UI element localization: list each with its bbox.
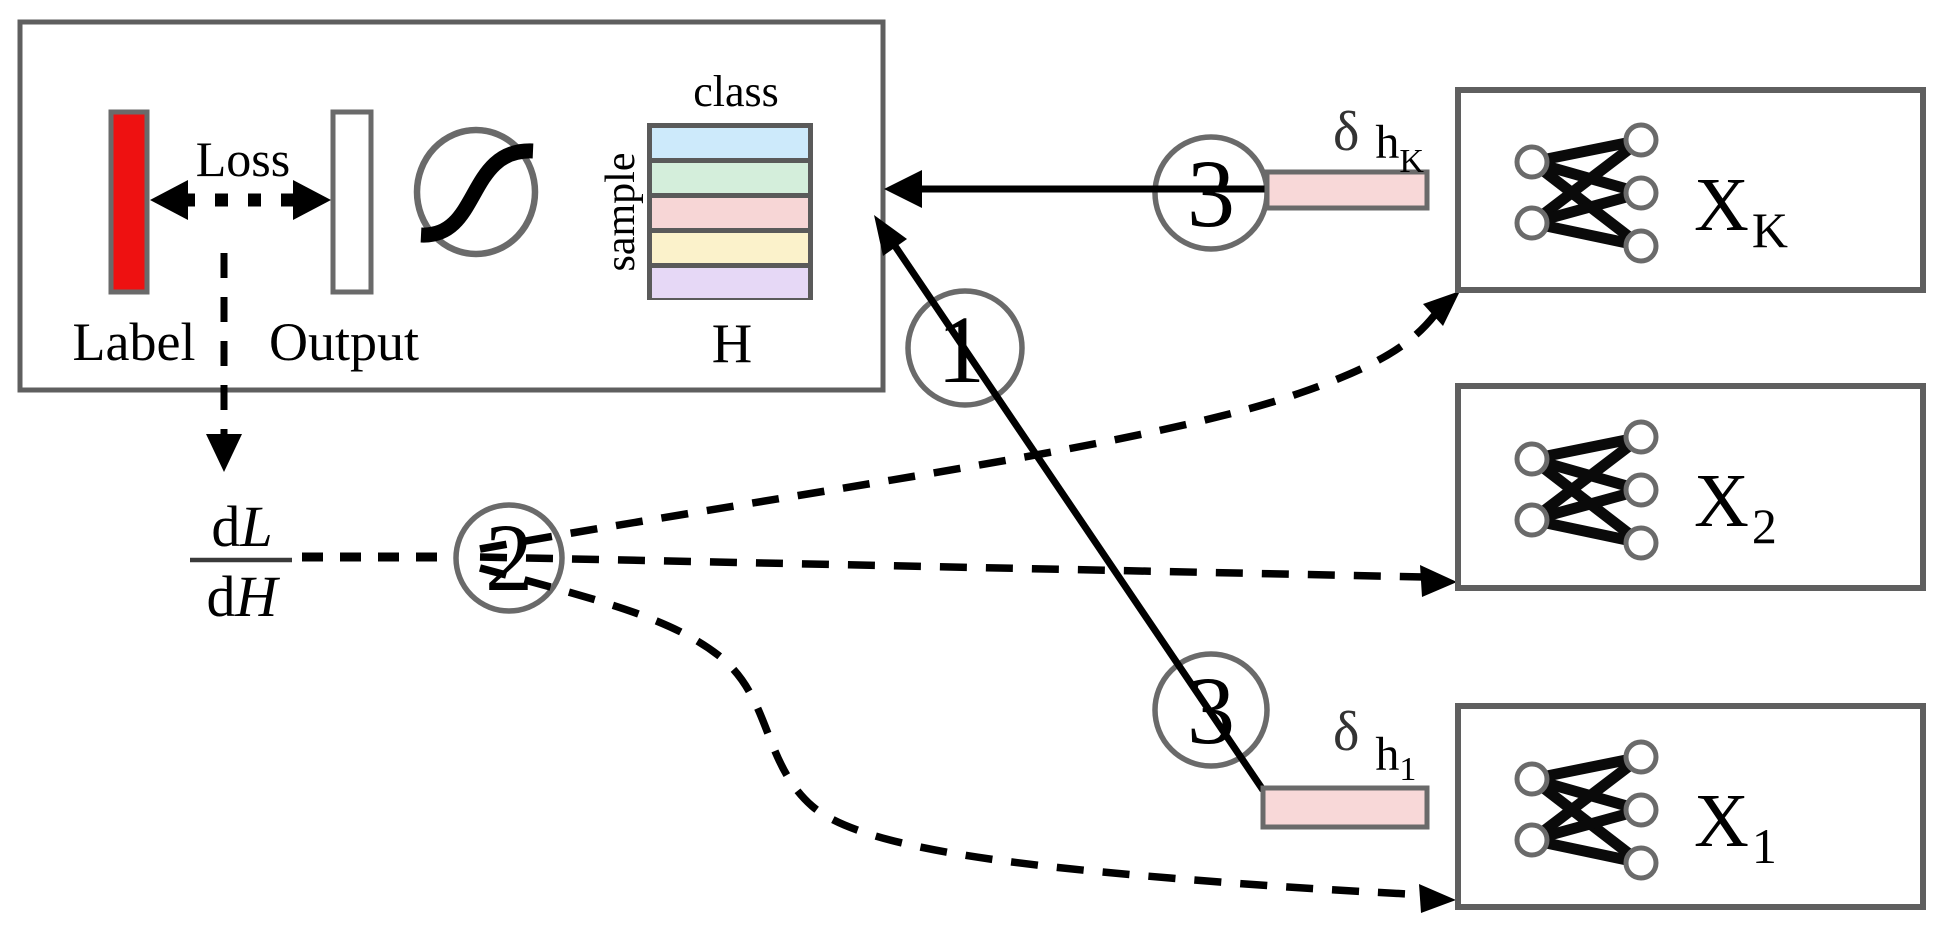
dl-dh-fraction: dL dH [190,494,292,629]
gradient-arrowhead-x1 [1419,884,1456,913]
delta-h1-subscript: 1 [1399,751,1416,788]
gradient-arrowhead-x2 [1420,565,1457,597]
loss-gradient-arrowhead [206,434,242,472]
loss-arrow-right-head [293,180,331,220]
delta-hk-base: h [1375,116,1399,169]
h-matrix-row-1 [652,128,808,158]
delta-symbol: δ [1333,101,1359,163]
h-matrix-row-2 [652,163,808,193]
client-x1-label: X1 [1694,779,1777,874]
client-x2-base: X [1694,459,1749,543]
numerator-var: L [239,494,272,559]
loss-label: Loss [196,131,290,187]
sigmoid-icon [420,143,534,243]
delta-h1-arrowhead [874,215,907,256]
delta-h1-base: h [1375,728,1399,781]
client-x1-frame [1455,703,1926,910]
client-x2-label: X2 [1694,459,1777,554]
delta-hk-bar [1264,169,1430,211]
gradient-arrowhead-xk [1423,291,1460,326]
numerator-d: d [211,494,240,559]
matrix-name-label: H [712,313,752,375]
output-bar [330,109,374,295]
h-matrix-row-3 [652,198,808,228]
client-x1-subscript: 1 [1752,818,1777,874]
fraction-numerator: dL [211,494,272,559]
client-xk-base: X [1694,163,1749,247]
delta-h1-bar [1260,785,1430,830]
h-matrix-row-4 [652,233,808,263]
client-xk-frame [1455,87,1926,293]
client-x2-subscript: 2 [1752,498,1777,554]
client-x2-frame [1455,383,1926,591]
delta-h1-arrow-shaft [890,241,1266,792]
output-caption: Output [269,312,419,372]
matrix-class-header: class [693,67,779,116]
client-box-xk: XK [1455,87,1926,293]
delta-symbol: δ [1333,701,1359,763]
gradient-dashed-path-to-xk [479,305,1444,553]
step3-top-number: 3 [1187,140,1235,247]
matrix-sample-header: sample [598,153,644,272]
denominator-d: d [207,564,236,629]
label-bar [108,109,150,295]
client-box-x2: X2 [1455,383,1926,591]
activation-circle [413,126,539,258]
loss-arrow-left-head [150,180,188,220]
fraction-denominator: dH [207,564,281,629]
delta-hk-arrowhead [884,170,922,208]
client-x1-base: X [1694,779,1749,863]
h-matrix-row-5 [652,268,808,298]
gradient-dashed-line-to-x2 [479,553,1425,581]
gradient-dashed-path-to-x1 [479,564,1429,899]
client-xk-subscript: K [1752,202,1788,258]
client-xk-label: XK [1694,163,1788,258]
label-caption: Label [73,312,196,372]
client-box-x1: X1 [1455,703,1926,910]
denominator-var: H [235,564,281,629]
delta-hk-subscript: K [1399,143,1424,180]
